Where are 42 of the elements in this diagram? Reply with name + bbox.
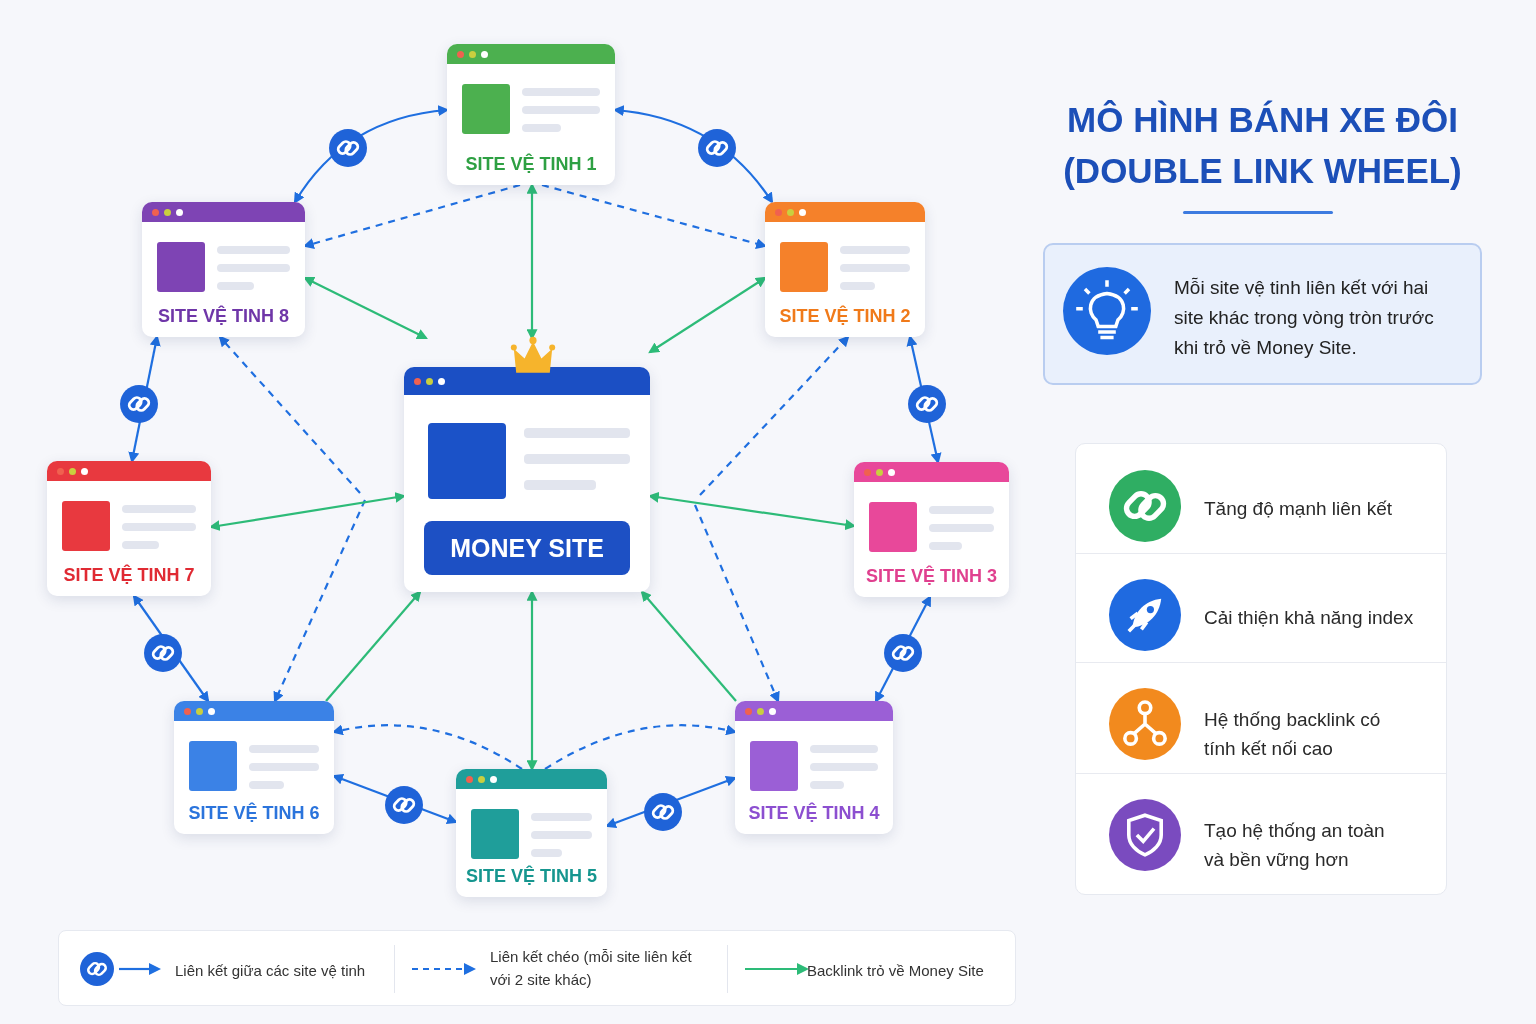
browser-window-card (174, 701, 334, 834)
site-title: SITE VỆ TINH 1 (464, 154, 598, 175)
info-callout (1043, 243, 1482, 385)
callout-text: Mỗi site vệ tinh liên kết với hai site khác trong vòng tròn trước khi trỏ về Money Site. (1174, 276, 1435, 360)
site-title: SITE VỆ TINH 5 (465, 866, 598, 887)
feature-text: Hệ thống backlink có tính kết nối cao (1204, 708, 1382, 761)
arrow (648, 276, 767, 354)
dashed-arrow (331, 724, 523, 770)
browser-window-card (142, 202, 305, 337)
legend-text: Backlink trỏ về Money Site (807, 961, 985, 981)
site-title: SITE VỆ TINH 7 (62, 565, 196, 586)
browser-window-card (47, 461, 211, 596)
feature-text: Tăng độ mạnh liên kết (1204, 497, 1393, 521)
browser-window-card (447, 44, 615, 185)
feature-text: Cải thiện khả năng index (1204, 606, 1415, 630)
site-title: SITE VỆ TINH 8 (157, 306, 290, 327)
diagram-title: MÔ HÌNH BÁNH XE ĐÔI (DOUBLE LINK WHEEL) (1062, 99, 1463, 192)
dashed-arrow (218, 335, 361, 494)
site-title: SITE VỆ TINH 2 (778, 306, 912, 327)
arrow (647, 491, 857, 531)
dashed-arrow (699, 335, 850, 496)
dashed-arrow (694, 504, 780, 704)
arrow (526, 589, 538, 772)
arrow (640, 590, 737, 702)
site-title: SITE VỆ TINH 3 (865, 566, 998, 587)
dashed-arrow (544, 724, 738, 770)
dashed-arrow (302, 183, 521, 249)
legend-text: Liên kết chéo (mỗi site liên kết với 2 site khác) (490, 947, 693, 990)
arrow (303, 277, 428, 339)
browser-window-card (854, 462, 1009, 597)
dashed-arrow (273, 499, 366, 703)
browser-window-card (765, 202, 925, 337)
browser-window-card (735, 701, 893, 834)
arrow (325, 590, 422, 702)
site-label-banner: MONEY SITE (424, 521, 630, 575)
dashed-arrow (541, 183, 768, 249)
arrow (208, 491, 407, 532)
browser-window-card (456, 769, 607, 897)
site-title: SITE VỆ TINH 6 (187, 803, 321, 824)
site-title: SITE VỆ TINH 4 (747, 803, 881, 824)
legend-text: Liên kết giữa các site vệ tinh (175, 961, 367, 981)
feature-text: Tạo hệ thống an toàn và bền vững hơn (1204, 819, 1386, 872)
